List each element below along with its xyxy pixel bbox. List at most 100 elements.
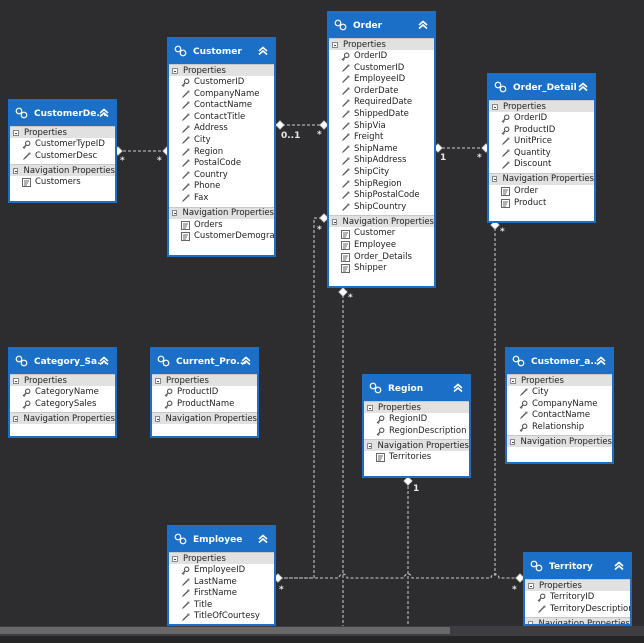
- navigation-section-header[interactable]: Navigation Properties: [169, 206, 274, 219]
- navigation-section-header[interactable]: Navigation Properties: [525, 617, 630, 624]
- navigation-item[interactable]: Orders: [169, 220, 274, 232]
- property-item[interactable]: City: [169, 135, 274, 147]
- entity-header[interactable]: Order_Detail: [489, 75, 594, 100]
- entity-header[interactable]: Category_Sa...: [10, 349, 115, 374]
- property-item[interactable]: ShipPostalCode: [329, 190, 434, 202]
- properties-section-header[interactable]: Properties: [10, 126, 115, 138]
- collapse-toggle-icon[interactable]: [510, 377, 516, 384]
- property-item[interactable]: ContactTitle: [169, 112, 274, 124]
- property-item[interactable]: EmployeeID: [169, 565, 274, 577]
- collapse-toggle-icon[interactable]: [510, 438, 516, 445]
- property-item[interactable]: ProductID: [489, 125, 594, 137]
- collapse-toggle-icon[interactable]: [13, 129, 19, 136]
- collapse-toggle-icon[interactable]: [155, 415, 161, 422]
- collapse-toggle-icon[interactable]: [332, 218, 338, 225]
- collapse-toggle-icon[interactable]: [492, 176, 498, 183]
- collapse-toggle-icon[interactable]: [528, 620, 534, 624]
- property-item[interactable]: Discount: [489, 159, 594, 171]
- property-item[interactable]: City: [507, 387, 612, 399]
- entity-header[interactable]: Customer: [169, 39, 274, 64]
- collapse-toggle-icon[interactable]: [155, 377, 161, 384]
- collapse-chevron-icon[interactable]: [576, 80, 590, 94]
- entity-header[interactable]: Employee: [169, 527, 274, 552]
- property-item[interactable]: ProductName: [152, 399, 257, 411]
- collapse-toggle-icon[interactable]: [367, 442, 373, 449]
- navigation-section-header[interactable]: Navigation Properties: [364, 439, 469, 452]
- collapse-chevron-icon[interactable]: [594, 354, 608, 368]
- collapse-chevron-icon[interactable]: [416, 18, 430, 32]
- navigation-section-header[interactable]: Navigation Properties: [489, 172, 594, 185]
- property-item[interactable]: Freight: [329, 132, 434, 144]
- navigation-section-header[interactable]: Navigation Properties: [10, 164, 115, 177]
- entity-header[interactable]: Current_Pro...: [152, 349, 257, 374]
- collapse-toggle-icon[interactable]: [332, 41, 338, 48]
- property-item[interactable]: Fax: [169, 193, 274, 205]
- property-item[interactable]: FirstName: [169, 588, 274, 600]
- collapse-toggle-icon[interactable]: [13, 415, 19, 422]
- navigation-section-header[interactable]: Navigation Properties: [10, 412, 115, 425]
- property-item[interactable]: RequiredDate: [329, 97, 434, 109]
- collapse-chevron-icon[interactable]: [256, 44, 270, 58]
- property-item[interactable]: CustomerID: [169, 77, 274, 89]
- navigation-item[interactable]: Customers: [10, 177, 115, 189]
- navigation-item[interactable]: Employee: [329, 240, 434, 252]
- property-item[interactable]: Quantity: [489, 148, 594, 160]
- navigation-section-header[interactable]: Navigation Properties: [507, 435, 612, 448]
- property-item[interactable]: Region: [169, 147, 274, 159]
- entity-header[interactable]: CustomerDe...: [10, 101, 115, 126]
- navigation-section-header[interactable]: Navigation Properties: [329, 215, 434, 228]
- property-item[interactable]: PostalCode: [169, 158, 274, 170]
- property-item[interactable]: CustomerDesc: [10, 151, 115, 163]
- collapse-chevron-icon[interactable]: [239, 354, 253, 368]
- navigation-item[interactable]: Order_Details: [329, 252, 434, 264]
- property-item[interactable]: Address: [169, 123, 274, 135]
- properties-section-header[interactable]: Properties: [364, 401, 469, 413]
- property-item[interactable]: CategoryName: [10, 387, 115, 399]
- property-item[interactable]: ShipCity: [329, 167, 434, 179]
- collapse-chevron-icon[interactable]: [97, 106, 111, 120]
- collapse-toggle-icon[interactable]: [172, 210, 178, 217]
- property-item[interactable]: TerritoryDescription: [525, 604, 630, 616]
- property-item[interactable]: CompanyName: [169, 89, 274, 101]
- properties-section-header[interactable]: Properties: [329, 38, 434, 50]
- collapse-toggle-icon[interactable]: [13, 377, 19, 384]
- property-item[interactable]: ContactName: [169, 100, 274, 112]
- property-item[interactable]: CategorySales: [10, 399, 115, 411]
- property-item[interactable]: Country: [169, 170, 274, 182]
- property-item[interactable]: TerritoryID: [525, 592, 630, 604]
- property-item[interactable]: CompanyName: [507, 399, 612, 411]
- collapse-toggle-icon[interactable]: [528, 582, 534, 589]
- properties-section-header[interactable]: Properties: [10, 374, 115, 386]
- collapse-chevron-icon[interactable]: [97, 354, 111, 368]
- collapse-toggle-icon[interactable]: [367, 404, 373, 411]
- property-item[interactable]: ShipRegion: [329, 179, 434, 191]
- collapse-chevron-icon[interactable]: [256, 532, 270, 546]
- property-item[interactable]: ShipCountry: [329, 202, 434, 214]
- properties-section-header[interactable]: Properties: [525, 579, 630, 591]
- property-item[interactable]: OrderID: [489, 113, 594, 125]
- property-item[interactable]: EmployeeID: [329, 74, 434, 86]
- property-item[interactable]: ShipAddress: [329, 155, 434, 167]
- entity-header[interactable]: Customer_a...: [507, 349, 612, 374]
- collapse-chevron-icon[interactable]: [451, 381, 465, 395]
- property-item[interactable]: RegionID: [364, 414, 469, 426]
- entity-header[interactable]: Territory: [525, 554, 630, 579]
- property-item[interactable]: ContactName: [507, 410, 612, 422]
- collapse-toggle-icon[interactable]: [492, 103, 498, 110]
- property-item[interactable]: ShipName: [329, 144, 434, 156]
- properties-section-header[interactable]: Properties: [169, 64, 274, 76]
- entity-header[interactable]: Order: [329, 13, 434, 38]
- property-item[interactable]: RegionDescription: [364, 426, 469, 438]
- properties-section-header[interactable]: Properties: [169, 552, 274, 564]
- property-item[interactable]: Title: [169, 600, 274, 612]
